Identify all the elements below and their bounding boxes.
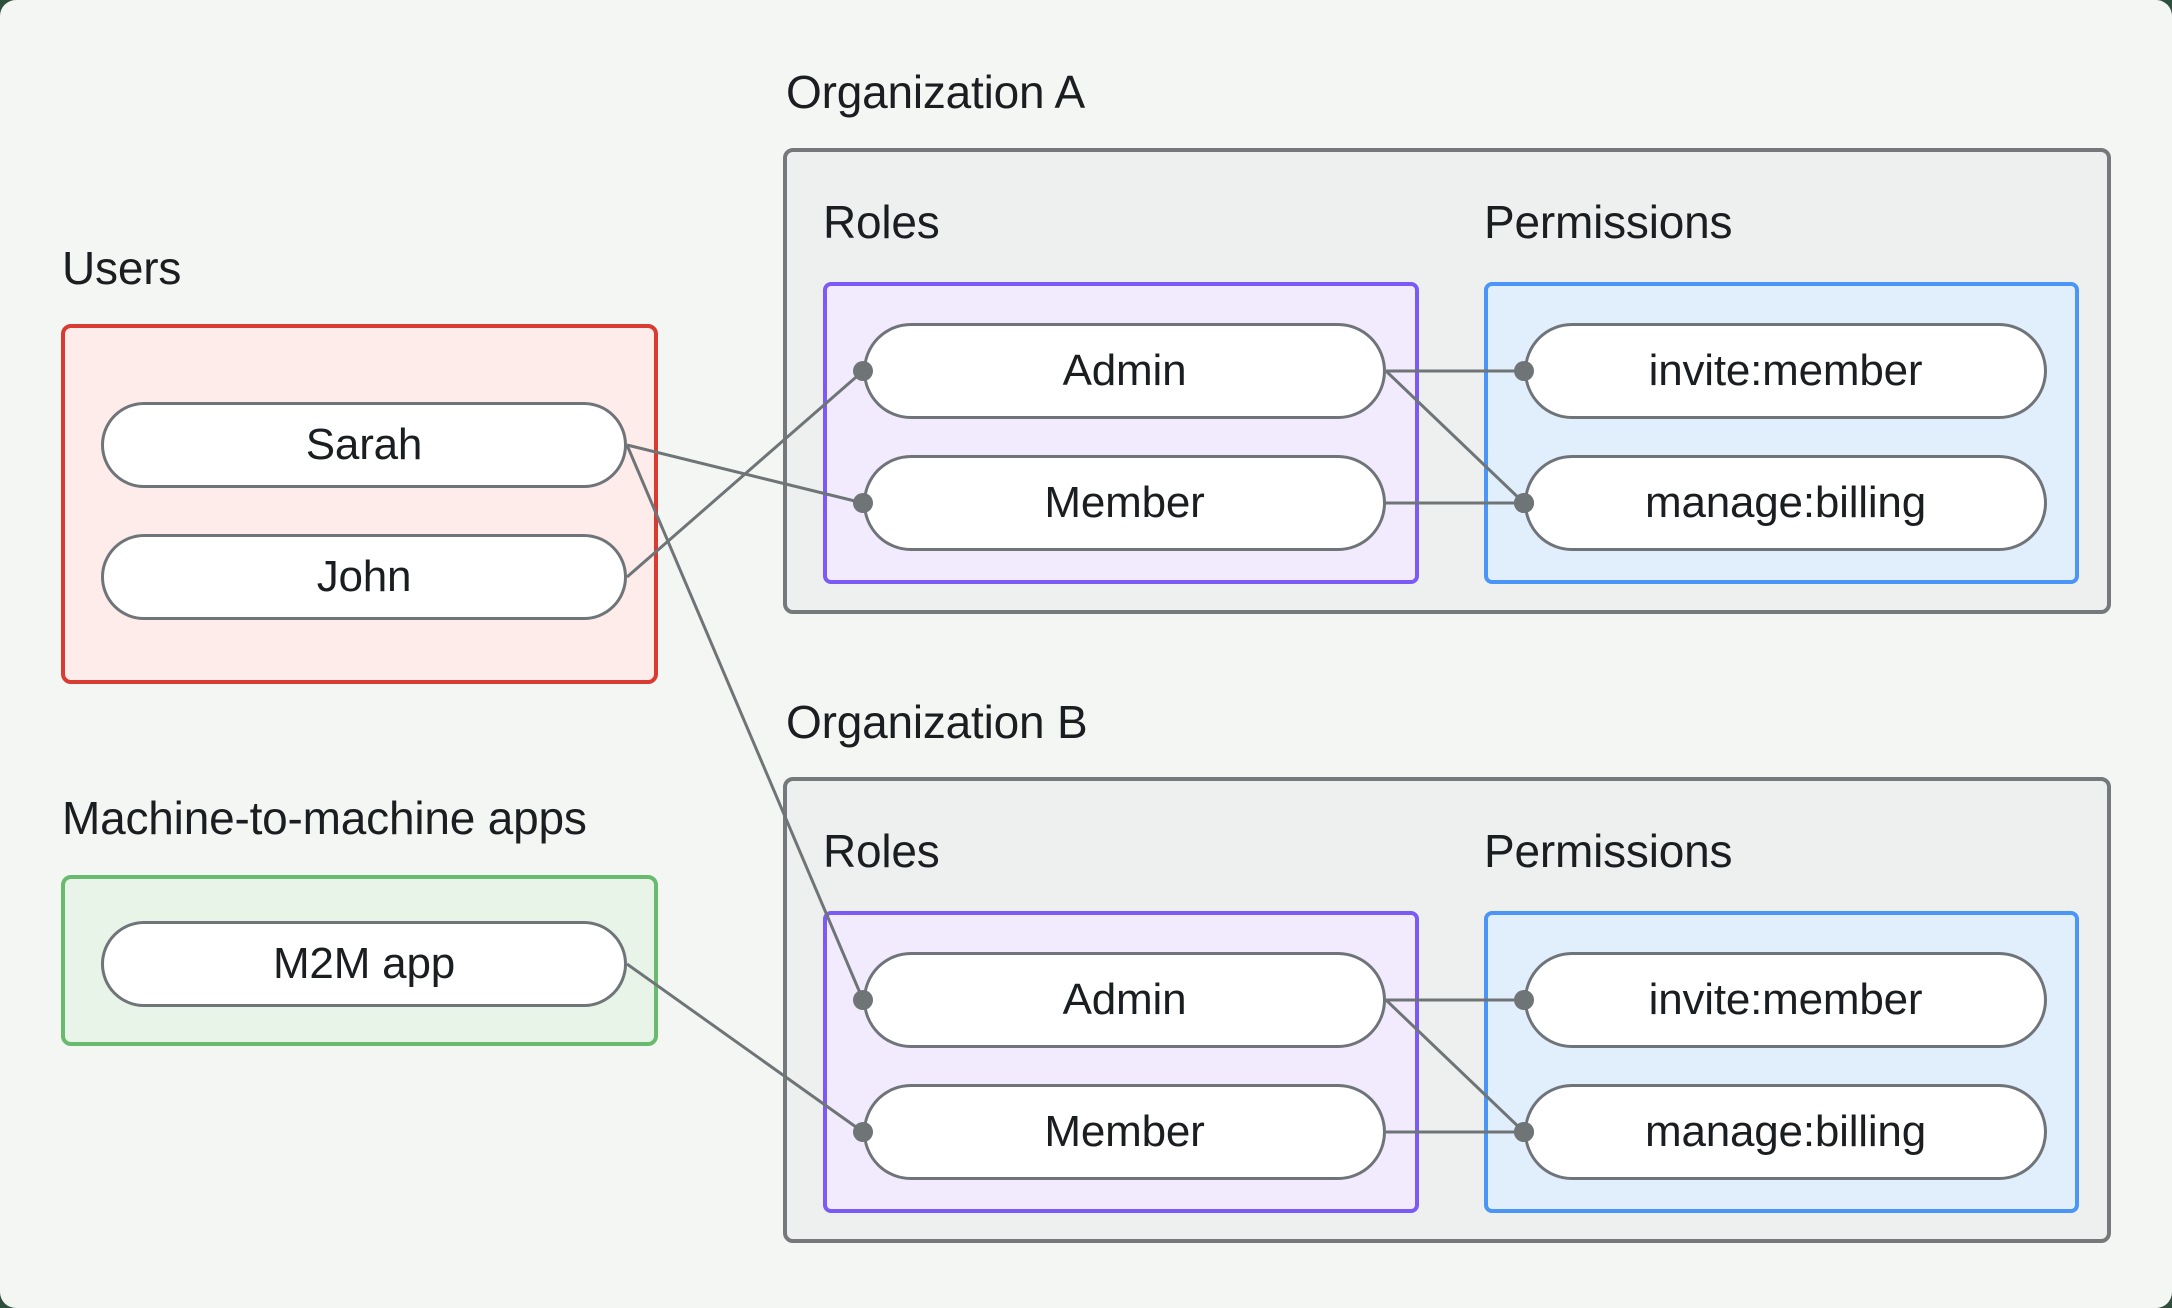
node-m2m-app: M2M app [101, 921, 627, 1007]
node-org-a-role-admin-label: Admin [1062, 346, 1187, 395]
node-org-b-permission-invite-member-label: invite:member [1648, 975, 1923, 1024]
node-org-b-role-member-label: Member [1044, 1107, 1205, 1156]
users-group-label: Users [62, 242, 182, 294]
node-org-a-role-admin: Admin [863, 323, 1386, 419]
node-user-john-label: John [316, 552, 412, 601]
node-org-a-role-member-label: Member [1044, 478, 1205, 527]
node-org-b-permission-manage-billing-label: manage:billing [1645, 1107, 1926, 1156]
node-org-a-role-member: Member [863, 455, 1386, 551]
org-b-permissions-box: invite:member manage:billing [1484, 911, 2079, 1213]
m2m-group-label: Machine-to-machine apps [62, 792, 587, 844]
node-org-a-permission-manage-billing: manage:billing [1524, 455, 2047, 551]
node-org-b-role-admin: Admin [863, 952, 1386, 1048]
org-a-permissions-box: invite:member manage:billing [1484, 282, 2079, 584]
org-b-permissions-label: Permissions [1484, 825, 1733, 877]
node-org-a-permission-invite-member-label: invite:member [1648, 346, 1923, 395]
node-org-b-role-member: Member [863, 1084, 1386, 1180]
org-a-permissions-label: Permissions [1484, 196, 1733, 248]
org-a-title: Organization A [786, 66, 1085, 118]
org-b-box: Roles Permissions Admin Member invite:me… [783, 777, 2111, 1243]
node-user-sarah: Sarah [101, 402, 627, 488]
node-user-sarah-label: Sarah [305, 420, 423, 469]
org-b-roles-box: Admin Member [823, 911, 1419, 1213]
users-group-box: Sarah John [61, 324, 658, 684]
org-b-title: Organization B [786, 696, 1088, 748]
org-a-box: Roles Permissions Admin Member invite:me… [783, 148, 2111, 614]
org-a-roles-label: Roles [823, 196, 940, 248]
node-org-a-permission-invite-member: invite:member [1524, 323, 2047, 419]
node-user-john: John [101, 534, 627, 620]
node-m2m-app-label: M2M app [272, 939, 455, 988]
org-b-roles-label: Roles [823, 825, 940, 877]
node-org-b-role-admin-label: Admin [1062, 975, 1187, 1024]
node-org-b-permission-invite-member: invite:member [1524, 952, 2047, 1048]
org-a-roles-box: Admin Member [823, 282, 1419, 584]
node-org-a-permission-manage-billing-label: manage:billing [1645, 478, 1926, 527]
m2m-group-box: M2M app [61, 875, 658, 1046]
node-org-b-permission-manage-billing: manage:billing [1524, 1084, 2047, 1180]
